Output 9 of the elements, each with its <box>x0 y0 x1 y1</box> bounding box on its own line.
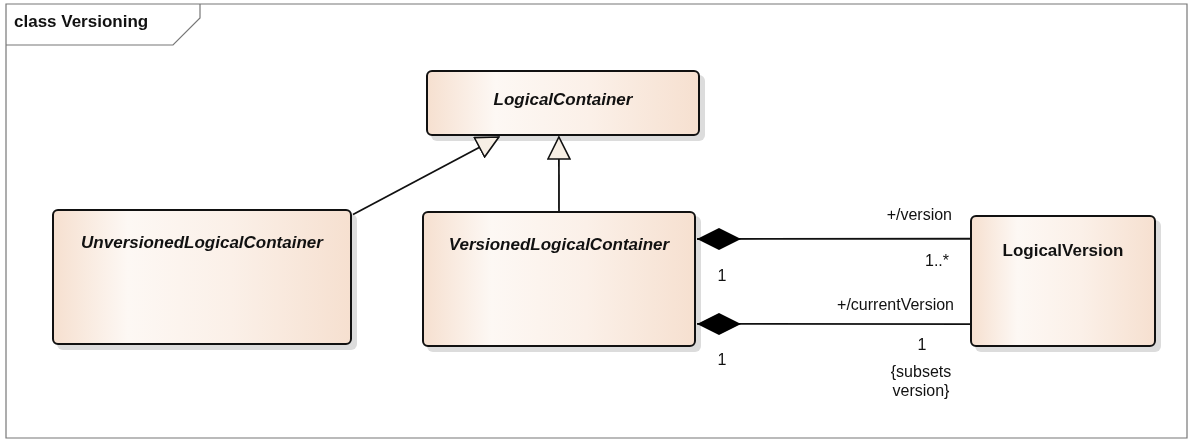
diagram-title: class Versioning <box>14 12 149 32</box>
generalization-arrow <box>352 136 500 216</box>
generalization-arrow <box>547 136 571 212</box>
composition-line <box>696 228 971 250</box>
class-name: LogicalContainer <box>492 90 634 110</box>
composition-line <box>696 312 971 335</box>
class-name: LogicalVersion <box>1001 241 1125 261</box>
class-name: VersionedLogicalContainer <box>447 235 671 255</box>
class-name: UnversionedLogicalContainer <box>80 233 325 253</box>
